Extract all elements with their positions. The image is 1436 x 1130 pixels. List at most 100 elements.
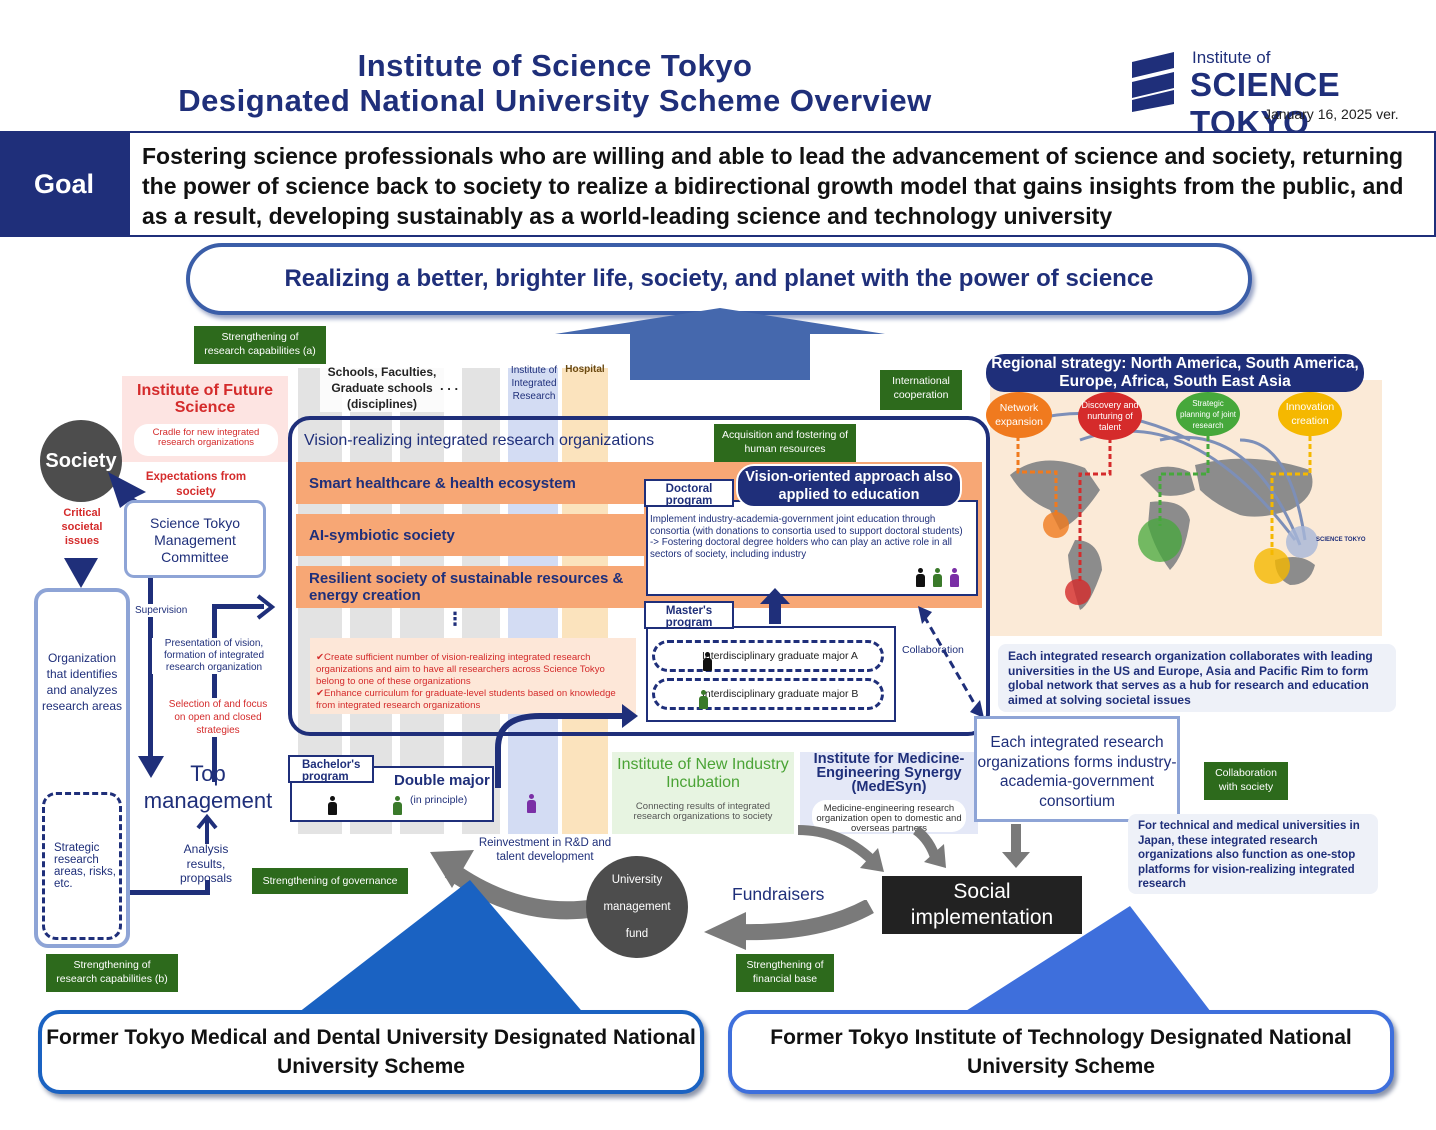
collaboration-label: Collaboration [902,644,964,656]
check-item: ✔Create sufficient number of vision-real… [316,652,605,687]
logo-text-small: Institute of [1192,48,1271,67]
vision-education-pill: Vision-oriented approach also applied to… [736,464,962,508]
band-ai-society: AI-symbiotic society [296,514,644,556]
hospital-label: Hospital [565,364,605,375]
tag-governance: Strengthening of governance [252,868,408,894]
new-industry-title: Institute of New Industry Incubation [617,756,789,791]
major-a-label: Interdisciplinary graduate major A [702,650,858,662]
expectations-label: Expectations from society [145,471,247,498]
vision-banner: Realizing a better, brighter life, socie… [186,243,1252,315]
management-committee-box: Science Tokyo Management Committee [124,500,266,578]
band-smart-healthcare: Smart healthcare & health ecosystem [296,462,644,504]
right-blue-triangle [958,906,1214,1016]
double-major-label: Double major [394,772,490,789]
new-industry-sub: Connecting results of integrated researc… [633,801,773,822]
consortium-box: Each integrated research organizations f… [974,716,1180,822]
tag-collab-society: Collaboration with society [1204,762,1288,800]
title-line2: Designated National University Scheme Ov… [178,83,932,118]
one-stop-note: For technical and medical universities i… [1128,814,1378,894]
future-science-sub: Cradle for new integrated research organ… [134,424,278,456]
curved-arrow-icon [495,704,638,788]
doctoral-text: Implement industry-academia-government j… [650,514,963,560]
left-blue-triangle [294,880,586,1016]
connector-line [126,890,210,895]
down-arrow-icon [64,558,98,588]
map-logo-label: SCIENCE TOKYO [1316,537,1366,543]
major-b-label: Interdisciplinary graduate major B [702,688,859,700]
former-titech-box: Former Tokyo Institute of Technology Des… [728,1010,1394,1094]
up-arrow-icon [760,588,790,624]
analysis-label: Analysis results, proposals [179,842,233,885]
fundraisers-label: Fundraisers [732,884,825,904]
presentation-label: Presentation of vision, formation of int… [152,638,276,674]
new-industry-box [612,752,794,834]
version-date: January 16, 2025 ver. [1264,106,1399,122]
band-resilient-society: Resilient society of sustainable resourc… [296,566,644,608]
gray-arrows-icon [797,824,1030,872]
connector-line [212,604,217,782]
bubble-connectors [1016,436,1312,582]
integrated-orgs-box [288,416,990,736]
doctoral-tab: Doctoral program [644,479,734,507]
bubble-strategic: Strategic planning of joint research [1176,392,1240,436]
goal-label: Goal [0,131,128,237]
society-circle: Society [40,420,122,502]
upward-arrow-icon [555,308,885,380]
goal-text: Fostering science professionals who are … [128,131,1436,237]
regional-note: Each integrated research organization co… [998,644,1396,712]
former-tmdu-box: Former Tokyo Medical and Dental Universi… [38,1010,704,1094]
future-science-title: Institute of Future Science [137,382,273,416]
bubble-network: Network expansion [986,392,1052,438]
down-arrow-icon [138,756,164,778]
integrated-orgs-title: Vision-realizing integrated research org… [304,432,655,449]
strategic-areas-label: Strategic research areas, risks, etc. [54,842,116,890]
reinvestment-label: Reinvestment in R&D and talent developme… [478,837,612,863]
connector-line [212,604,264,609]
strategic-areas-box [42,792,122,940]
major-a: Interdisciplinary graduate major A [652,640,884,672]
dashed-arrow-icon [918,606,984,718]
bachelors-tab: Bachelor's program [288,755,374,783]
regional-strategy-pill: Regional strategy: North America, South … [986,354,1364,392]
person-icon [699,689,708,709]
tag-research-a: Strengthening of research capabilities (… [194,326,326,364]
checklist-box: ✔Create sufficient number of vision-real… [310,638,636,714]
person-icon [328,796,337,815]
page-title: Institute of Science Tokyo Designated Na… [140,48,970,118]
arrow-to-committee-icon [108,472,150,510]
person-icon [703,651,712,671]
analysis-org-box [34,588,130,948]
tag-human-resources: Acquisition and fostering of human resou… [714,424,856,462]
critical-issues-label: Critical societal issues [61,507,103,547]
person-icon [526,794,536,813]
in-principle-label: (in principle) [410,794,468,806]
tag-financial: Strengthening of financial base [736,954,834,992]
person-icon [916,568,925,587]
schools-label: Schools, Faculties, Graduate schools (di… [320,364,444,412]
top-management-label: Top management [143,761,273,813]
up-arrow-icon [196,814,218,844]
medesyn-title: Institute for Medicine-Engineering Syner… [813,751,965,795]
person-icon [933,568,942,587]
logo-icon [1128,50,1178,112]
person-icon [393,796,403,815]
right-arrow-icon [256,594,276,620]
title-line1: Institute of Science Tokyo [357,48,753,83]
analysis-org-label: Organization that identifies and analyze… [41,651,123,713]
medesyn-sub: Medicine-engineering research organizati… [812,800,966,834]
check-item: ✔Enhance curriculum for graduate-level s… [316,688,616,711]
connector-line [205,880,210,895]
ellipsis-label: . . . [440,378,459,393]
connector-line [148,578,153,764]
tag-international: International cooperation [880,370,962,410]
reinvestment-arrow-icon [430,850,598,920]
selection-label: Selection of and focus on open and close… [164,698,272,737]
logo-text-large: SCIENCE TOKYO [1190,66,1341,141]
bubble-innovation: Innovation creation [1278,392,1342,436]
people-icons [912,568,963,592]
major-b: Interdisciplinary graduate major B [652,678,1076,710]
supervision-label: Supervision [133,604,190,617]
social-implementation-box: Social implementation [882,876,1082,934]
tag-research-b: Strengthening of research capabilities (… [46,954,178,992]
integrated-research-label: Institute of Integrated Research [510,365,558,402]
